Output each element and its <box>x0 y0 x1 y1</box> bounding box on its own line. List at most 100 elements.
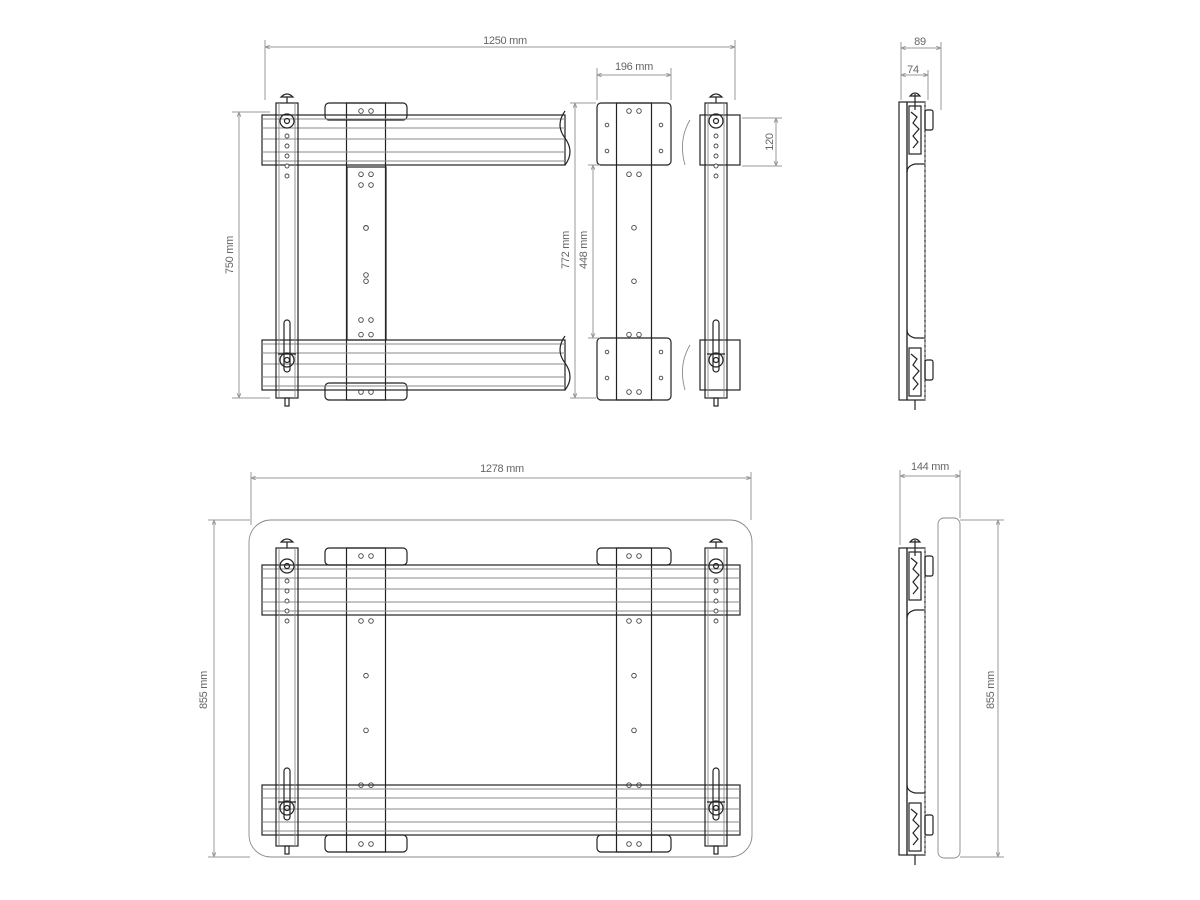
dim-772: 772 mm <box>560 231 572 269</box>
mounting-hole <box>363 272 369 278</box>
side-back <box>898 547 908 856</box>
rail-profile <box>261 564 741 616</box>
dim-1250: 1250 mm <box>483 35 527 47</box>
dimension-arrow <box>936 45 942 51</box>
mounting-hole <box>368 108 374 114</box>
bolt <box>708 558 724 574</box>
plate-tab <box>324 102 408 121</box>
dim-89: 89 <box>914 36 926 48</box>
vertical-bar <box>704 93 728 407</box>
mounting-hole <box>363 278 369 284</box>
plate-strip <box>345 547 387 853</box>
break-line <box>681 119 691 391</box>
knob <box>708 93 724 98</box>
mounting-hole <box>631 224 637 231</box>
dim-196: 196 mm <box>615 61 653 73</box>
break-line <box>559 110 571 166</box>
top-front-view <box>232 40 782 407</box>
dimension-arrow <box>572 102 578 108</box>
mounting-hole <box>713 173 719 179</box>
mounting-hole <box>626 108 632 114</box>
mounting-hole <box>284 578 290 584</box>
mounting-hole <box>713 163 719 169</box>
adjust-slot <box>283 319 291 373</box>
mounting-hole <box>626 331 632 338</box>
dimension-arrow <box>211 852 217 858</box>
plate-tab <box>324 547 408 566</box>
mounting-hole <box>631 278 637 284</box>
mounting-hole <box>368 331 374 338</box>
mounting-hole <box>284 133 290 139</box>
screw <box>713 845 719 855</box>
dimension-arrow <box>666 72 672 78</box>
bolt-center <box>283 562 291 570</box>
dim-1278: 1278 mm <box>480 463 524 475</box>
adjust-slot <box>712 319 720 373</box>
knob <box>908 92 922 97</box>
mounting-hole <box>636 389 642 395</box>
knob <box>279 538 295 543</box>
dimension-arrow <box>899 473 905 479</box>
dimension-arrow <box>900 45 906 51</box>
bolt-center <box>283 117 291 125</box>
bolt <box>279 558 295 574</box>
dimension-arrow <box>995 852 1001 858</box>
mounting-hole <box>368 618 374 624</box>
adjust-slot <box>283 767 291 821</box>
dim-120: 120 <box>764 133 776 151</box>
mounting-hole <box>284 588 290 594</box>
dimension-arrow <box>923 72 929 78</box>
mounting-hole <box>363 727 369 734</box>
foam-pad <box>908 347 922 397</box>
mounting-hole <box>636 841 642 847</box>
plate-tab <box>324 834 408 853</box>
plate-tab <box>596 337 672 401</box>
dimension-arrow <box>900 72 906 78</box>
mounting-hole <box>284 173 290 179</box>
mounting-hole <box>368 182 374 188</box>
rail-stub <box>699 114 741 166</box>
rail <box>261 335 571 391</box>
mounting-hole <box>713 133 719 139</box>
rail <box>261 784 741 836</box>
mounting-hole <box>358 171 364 178</box>
bolt-center <box>283 804 291 812</box>
bolt <box>279 113 295 129</box>
foam-texture <box>910 557 920 595</box>
mounting-hole <box>284 598 290 604</box>
mounting-hole <box>358 182 364 188</box>
foam-texture <box>910 111 920 149</box>
mounting-hole <box>658 122 664 128</box>
mounting-hole <box>713 598 719 604</box>
plate-tab <box>596 102 672 166</box>
screw <box>713 397 719 407</box>
mounting-hole <box>626 171 632 178</box>
rail-profile <box>261 784 741 836</box>
foam-texture <box>910 353 920 391</box>
plate-tab <box>596 834 672 853</box>
mounting-hole <box>631 727 637 734</box>
mounting-hole <box>626 553 632 559</box>
plate-strip <box>615 547 653 853</box>
bolt <box>279 352 295 368</box>
vertical-bar <box>704 538 728 855</box>
mounting-hole <box>636 553 642 559</box>
mounting-hole <box>358 317 364 323</box>
dim-448: 448 mm <box>578 231 590 269</box>
dimension-arrow <box>773 117 779 123</box>
mounting-hole <box>604 375 610 381</box>
rail-profile <box>261 339 566 391</box>
dim-144: 144 mm <box>911 461 949 473</box>
mounting-plate <box>596 102 672 401</box>
mounting-hole <box>713 153 719 159</box>
display-outline <box>248 519 753 858</box>
mounting-hole <box>626 389 632 395</box>
curve <box>906 609 925 794</box>
side-view <box>898 538 934 865</box>
mounting-hole <box>368 317 374 323</box>
bumper <box>924 359 934 381</box>
mounting-hole <box>636 171 642 178</box>
rail <box>261 110 571 166</box>
plate-strip <box>615 102 653 401</box>
